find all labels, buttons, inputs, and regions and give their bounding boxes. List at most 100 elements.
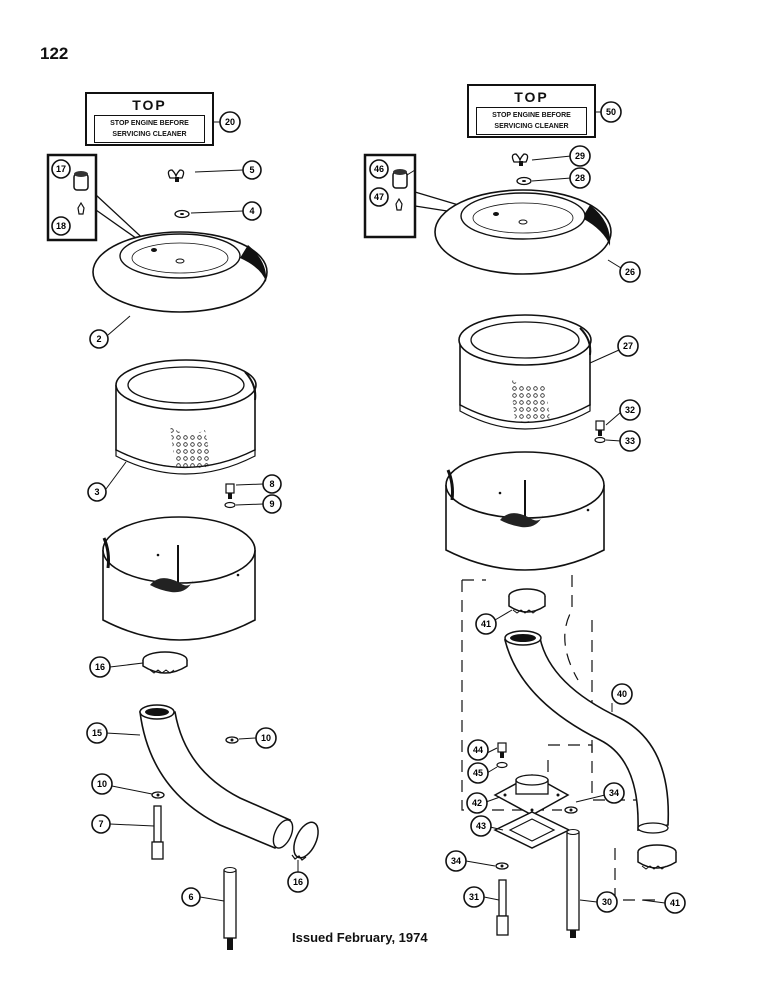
svg-text:28: 28 bbox=[575, 173, 585, 183]
decal-line-2: SERVICING CLEANER bbox=[494, 123, 569, 130]
svg-text:6: 6 bbox=[188, 892, 193, 902]
svg-text:47: 47 bbox=[374, 192, 384, 202]
callout-4: 4 bbox=[242, 201, 262, 221]
air-cleaner-body-left bbox=[102, 516, 256, 641]
callout-2: 2 bbox=[89, 329, 109, 349]
valve-part bbox=[395, 197, 403, 211]
callout-42: 42 bbox=[466, 792, 488, 814]
stud-right-short bbox=[496, 879, 509, 936]
svg-text:41: 41 bbox=[481, 619, 491, 629]
svg-text:30: 30 bbox=[602, 897, 612, 907]
valve-part bbox=[77, 201, 85, 215]
svg-text:41: 41 bbox=[670, 898, 680, 908]
callout-20: 20 bbox=[219, 111, 241, 133]
nut-left-lower bbox=[151, 791, 165, 799]
svg-text:15: 15 bbox=[92, 728, 102, 738]
page-number: 122 bbox=[40, 44, 69, 63]
svg-text:34: 34 bbox=[451, 856, 461, 866]
svg-text:10: 10 bbox=[97, 779, 107, 789]
filter-element-left bbox=[115, 359, 257, 475]
hose-clamp-left-lower bbox=[291, 821, 319, 861]
svg-text:17: 17 bbox=[56, 164, 66, 174]
hose-clamp-right-lower bbox=[637, 844, 677, 870]
callout-33: 33 bbox=[619, 430, 641, 452]
lock-washer-left bbox=[224, 501, 236, 509]
adapter-flange bbox=[493, 774, 570, 816]
svg-text:26: 26 bbox=[625, 267, 635, 277]
wing-nut-right bbox=[511, 153, 529, 166]
decal-line-2: SERVICING CLEANER bbox=[112, 131, 187, 138]
svg-text:46: 46 bbox=[374, 164, 384, 174]
callout-15: 15 bbox=[86, 722, 108, 744]
washer-left bbox=[174, 209, 190, 219]
svg-text:42: 42 bbox=[472, 798, 482, 808]
svg-text:27: 27 bbox=[623, 341, 633, 351]
callout-31: 31 bbox=[463, 886, 485, 908]
svg-text:29: 29 bbox=[575, 151, 585, 161]
callout-7: 7 bbox=[91, 814, 111, 834]
support-rod-left bbox=[223, 867, 237, 950]
callout-27: 27 bbox=[617, 335, 639, 357]
svg-text:45: 45 bbox=[473, 768, 483, 778]
callout-16-lower: 16 bbox=[287, 871, 309, 893]
svg-text:32: 32 bbox=[625, 405, 635, 415]
dust-cap-part bbox=[73, 171, 89, 191]
svg-text:33: 33 bbox=[625, 436, 635, 446]
svg-text:9: 9 bbox=[269, 499, 274, 509]
svg-text:8: 8 bbox=[269, 479, 274, 489]
callout-9: 9 bbox=[262, 494, 282, 514]
decal-heading: TOP bbox=[514, 89, 549, 105]
callout-29: 29 bbox=[569, 145, 591, 167]
air-cleaner-cover bbox=[92, 231, 268, 313]
svg-text:16: 16 bbox=[95, 662, 105, 672]
hose-clamp-left-upper bbox=[142, 651, 188, 674]
callout-8: 8 bbox=[262, 474, 282, 494]
callout-26: 26 bbox=[619, 261, 641, 283]
callout-34-right: 34 bbox=[603, 782, 625, 804]
callout-41-lower: 41 bbox=[664, 892, 686, 914]
elbow-hose-right bbox=[503, 630, 670, 834]
lock-washer-right bbox=[594, 436, 606, 444]
svg-text:5: 5 bbox=[249, 165, 254, 175]
callout-5: 5 bbox=[242, 160, 262, 180]
decal-line-1: STOP ENGINE BEFORE bbox=[110, 120, 189, 127]
svg-text:43: 43 bbox=[476, 821, 486, 831]
air-cleaner-cover-right bbox=[434, 189, 612, 275]
svg-text:50: 50 bbox=[606, 107, 616, 117]
callout-16-upper: 16 bbox=[89, 656, 111, 678]
decal-heading: TOP bbox=[132, 97, 167, 113]
svg-text:16: 16 bbox=[293, 877, 303, 887]
svg-text:40: 40 bbox=[617, 689, 627, 699]
callout-10-lower: 10 bbox=[91, 773, 113, 795]
callout-44: 44 bbox=[467, 739, 489, 761]
air-cleaner-body-right bbox=[445, 451, 605, 571]
svg-text:3: 3 bbox=[94, 487, 99, 497]
callout-40: 40 bbox=[611, 683, 633, 705]
washer-adapter bbox=[496, 761, 508, 769]
filter-element-right bbox=[458, 314, 592, 430]
washer-right bbox=[516, 176, 532, 186]
svg-text:20: 20 bbox=[225, 117, 235, 127]
screw-left bbox=[225, 483, 235, 499]
callout-28: 28 bbox=[569, 167, 591, 189]
callout-30: 30 bbox=[596, 891, 618, 913]
decal-top-left: TOP STOP ENGINE BEFORE SERVICING CLEANER bbox=[85, 92, 214, 146]
callout-6: 6 bbox=[181, 887, 201, 907]
callout-50: 50 bbox=[600, 101, 622, 123]
gasket bbox=[493, 811, 571, 849]
screw-adapter bbox=[497, 742, 507, 758]
support-rod-right bbox=[566, 829, 580, 938]
svg-text:31: 31 bbox=[469, 892, 479, 902]
callout-17: 17 bbox=[51, 159, 71, 179]
wing-nut-left bbox=[167, 169, 185, 182]
callout-46: 46 bbox=[369, 159, 389, 179]
svg-text:2: 2 bbox=[96, 334, 101, 344]
decal-warning: STOP ENGINE BEFORE SERVICING CLEANER bbox=[476, 107, 587, 135]
inset-box-left bbox=[46, 153, 151, 249]
svg-text:18: 18 bbox=[56, 221, 66, 231]
callout-10-upper: 10 bbox=[255, 727, 277, 749]
svg-text:44: 44 bbox=[473, 745, 483, 755]
nut-right-lower bbox=[495, 862, 509, 870]
nut-right-upper bbox=[564, 806, 578, 814]
